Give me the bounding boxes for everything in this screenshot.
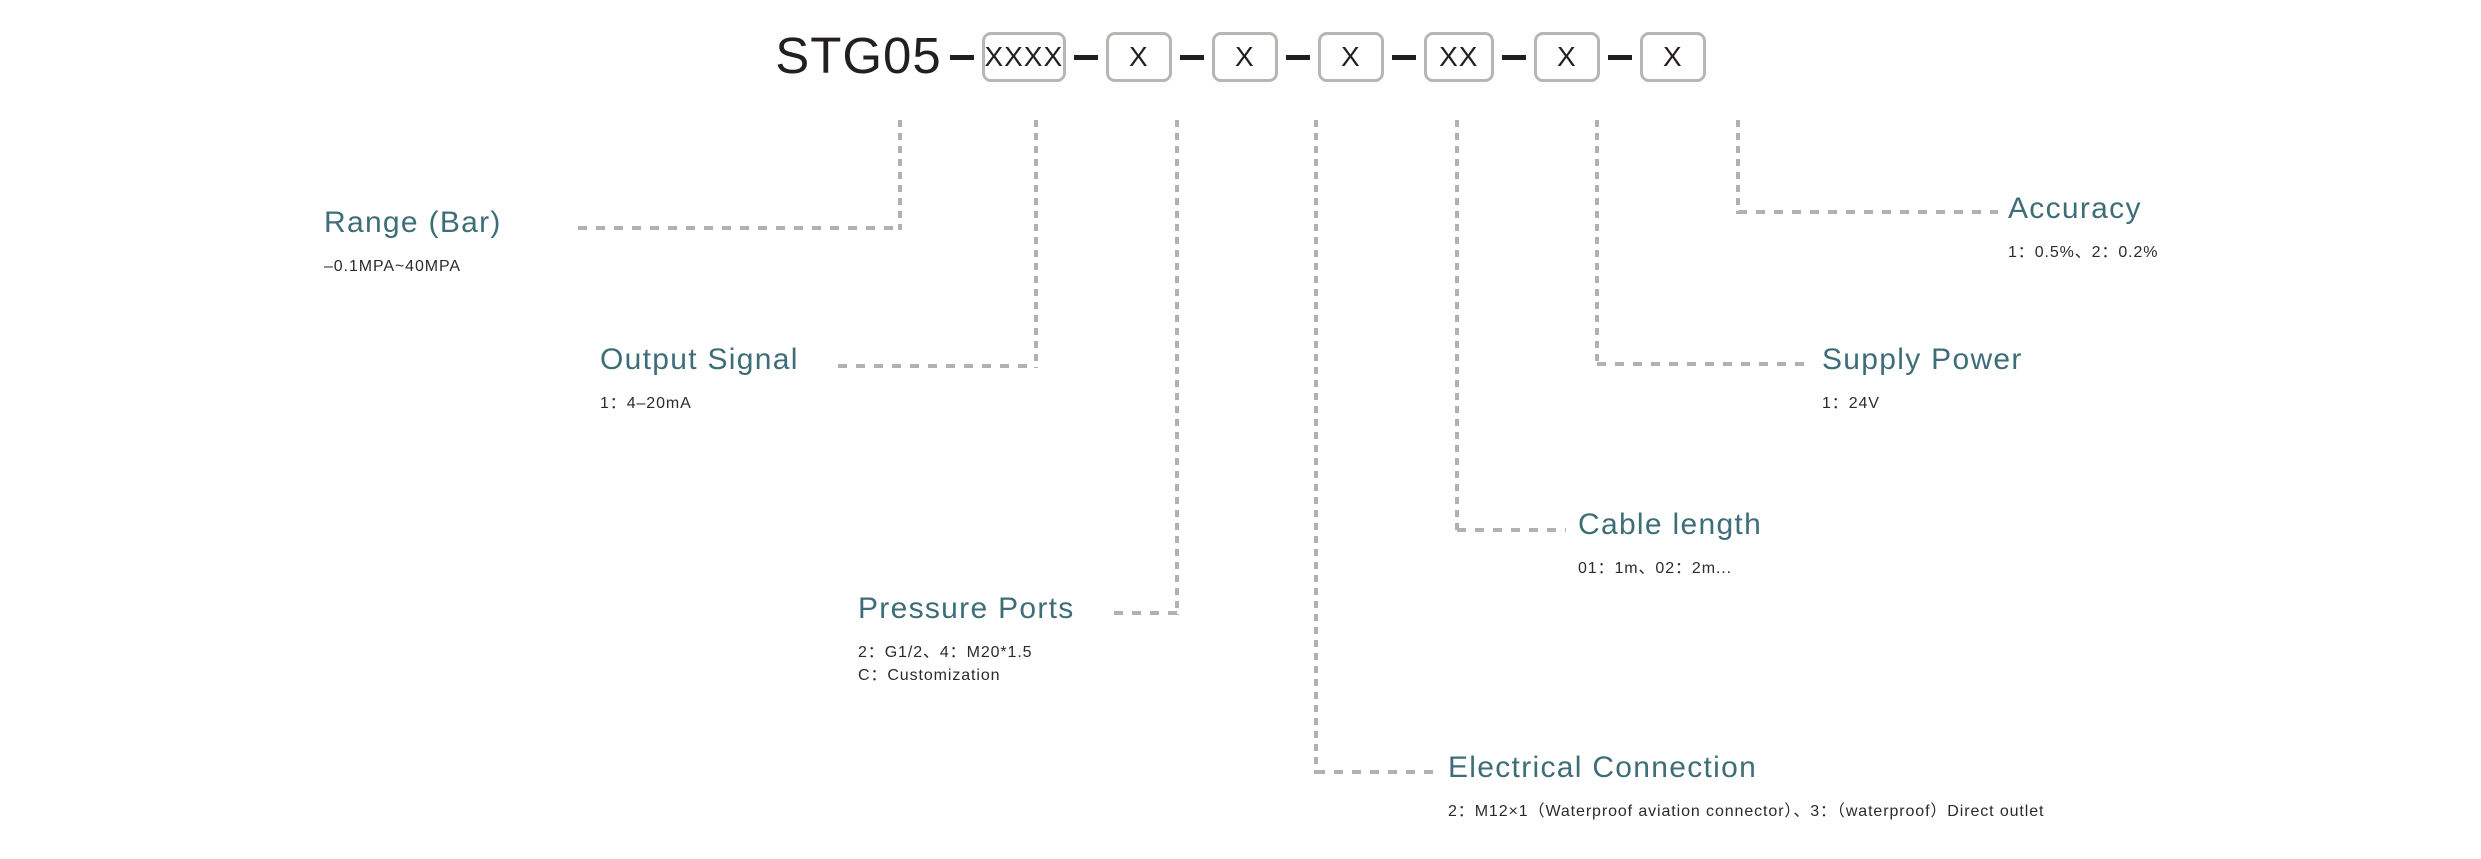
legend-output-signal-sub: 1：4–20mA xyxy=(600,392,799,415)
code-slot-electrical-connection[interactable]: X xyxy=(1317,32,1384,82)
connector-cable-length-vertical xyxy=(1455,120,1459,532)
legend-pressure-ports[interactable]: Pressure Ports 2：G1/2、4：M20*1.5 C：Custom… xyxy=(858,592,1075,687)
connector-range-vertical xyxy=(898,120,902,230)
model-prefix: STG05 xyxy=(775,26,942,84)
legend-range[interactable]: Range (Bar) –0.1MPA~40MPA xyxy=(324,206,502,278)
legend-accuracy-sub: 1：0.5%、2：0.2% xyxy=(2008,241,2158,264)
code-separator-1 xyxy=(1073,54,1098,60)
legend-output-signal-sub-line-1: 1：4–20mA xyxy=(600,395,692,412)
legend-cable-length-title: Cable length xyxy=(1578,508,1763,541)
legend-pressure-ports-sub-line-1: 2：G1/2、4：M20*1.5 xyxy=(858,644,1033,661)
code-separator-5 xyxy=(1501,54,1526,60)
connector-accuracy-horizontal xyxy=(1738,210,1998,214)
legend-pressure-ports-sub: 2：G1/2、4：M20*1.5 C：Customization xyxy=(858,641,1075,687)
legend-pressure-ports-title: Pressure Ports xyxy=(858,592,1075,625)
code-slot-pressure-ports[interactable]: X xyxy=(1211,32,1278,82)
legend-electrical-connection-title: Electrical Connection xyxy=(1448,751,1758,784)
legend-accuracy-sub-line-1: 1：0.5%、2：0.2% xyxy=(2008,244,2159,261)
code-slot-accuracy[interactable]: X xyxy=(1639,32,1706,82)
connector-output-signal-vertical xyxy=(1034,120,1038,368)
connector-accuracy-vertical xyxy=(1736,120,1740,214)
legend-range-sub: –0.1MPA~40MPA xyxy=(324,255,502,278)
code-slot-cable-length[interactable]: XX xyxy=(1423,32,1494,82)
legend-cable-length[interactable]: Cable length 01：1m、02：2m... xyxy=(1578,508,1762,580)
connector-electrical-connection-vertical xyxy=(1314,120,1318,774)
legend-accuracy-title: Accuracy xyxy=(2008,192,2142,225)
legend-electrical-connection-sub: 2：M12×1（Waterproof aviation connector）、3… xyxy=(1448,800,2044,823)
legend-cable-length-sub: 01：1m、02：2m... xyxy=(1578,557,1762,580)
legend-supply-power-sub: 1：24V xyxy=(1822,392,2023,415)
code-separator-2 xyxy=(1179,54,1204,60)
legend-electrical-connection-sub-line-1: 2：M12×1（Waterproof aviation connector）、3… xyxy=(1448,803,2045,820)
legend-supply-power-title: Supply Power xyxy=(1822,343,2023,376)
legend-range-title: Range (Bar) xyxy=(324,206,502,239)
connector-supply-power-vertical xyxy=(1595,120,1599,366)
connector-supply-power-horizontal xyxy=(1597,362,1810,366)
connector-output-signal-horizontal xyxy=(838,364,1036,368)
code-slot-range[interactable]: XXXX xyxy=(981,32,1066,82)
legend-pressure-ports-sub-line-2: C：Customization xyxy=(858,667,1001,685)
legend-output-signal[interactable]: Output Signal 1：4–20mA xyxy=(600,343,799,415)
code-slot-output-signal[interactable]: X xyxy=(1105,32,1172,82)
connector-range-horizontal xyxy=(578,226,900,230)
model-code-row: STG05 XXXX X X X XX X X xyxy=(0,22,2481,92)
legend-supply-power[interactable]: Supply Power 1：24V xyxy=(1822,343,2023,415)
connector-electrical-connection-horizontal xyxy=(1316,770,1440,774)
code-slot-supply-power[interactable]: X xyxy=(1533,32,1600,82)
legend-range-sub-line-1: –0.1MPA~40MPA xyxy=(324,258,461,275)
legend-electrical-connection[interactable]: Electrical Connection 2：M12×1（Waterproof… xyxy=(1448,751,2044,823)
code-separator-6 xyxy=(1607,54,1632,60)
legend-accuracy[interactable]: Accuracy 1：0.5%、2：0.2% xyxy=(2008,192,2158,264)
code-separator-3 xyxy=(1285,54,1310,60)
code-separator-0 xyxy=(949,54,974,60)
legend-cable-length-sub-line-1: 01：1m、02：2m... xyxy=(1578,560,1732,577)
connector-pressure-ports-vertical xyxy=(1175,120,1179,615)
code-separator-4 xyxy=(1391,54,1416,60)
connector-cable-length-horizontal xyxy=(1457,528,1566,532)
legend-supply-power-sub-line-1: 1：24V xyxy=(1822,395,1880,412)
connector-pressure-ports-horizontal xyxy=(1114,611,1177,615)
legend-output-signal-title: Output Signal xyxy=(600,343,799,376)
